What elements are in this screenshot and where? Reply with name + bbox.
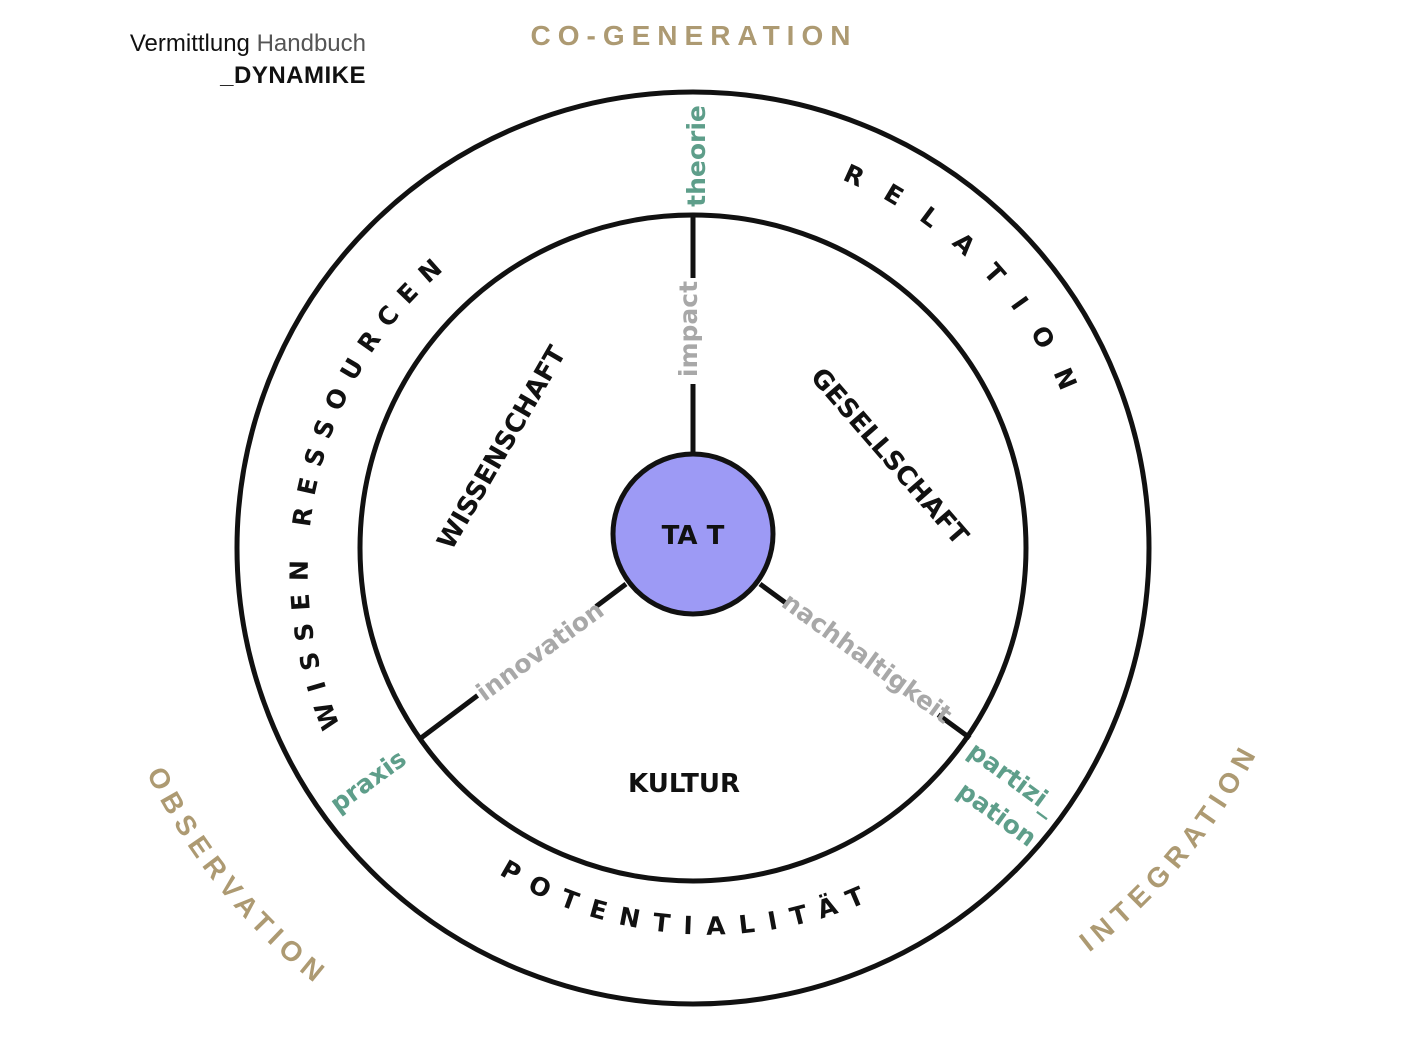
header-word-1: Vermittlung: [129, 30, 250, 57]
spoke-label-innovation: innovation: [471, 595, 609, 707]
sector-kultur: KULTUR: [628, 769, 740, 799]
spoke-label-praxis: praxis: [324, 744, 411, 818]
ring-label-relation: RELATION: [839, 158, 1092, 417]
spoke-label-impact: impact: [674, 281, 703, 377]
outer-label-co-generation: CO-GENERATION: [531, 20, 858, 51]
header: Vermittlung Handbuch _DYNAMIKE: [0, 28, 366, 92]
outer-label-integration: INTEGRATION: [1074, 737, 1265, 958]
spoke-right-label-gap: [781, 579, 957, 721]
header-subtitle: _DYNAMIKE: [220, 62, 366, 89]
spoke-top-label-gap: [674, 278, 712, 384]
outer-label-observation-path: OBSERVATION: [141, 762, 328, 992]
center-label: TA T: [662, 521, 725, 551]
header-title: Vermittlung Handbuch: [0, 28, 366, 60]
spoke-left-label-gap: [464, 591, 608, 709]
ring-label-wissen-ressourcen: WISSEN RESSOURCEN: [285, 245, 457, 734]
sector-gesellschaft: GESELLSCHAFT: [804, 362, 974, 551]
ring-label-potentialitaet: POTENTIALITÄT: [496, 854, 882, 941]
ring-label-relation-path: RELATION: [839, 158, 1067, 417]
center-circle-icon: [610, 451, 776, 617]
outer-ring-icon: [234, 89, 1152, 1007]
ring-label-potentialitaet-path: POTENTIALITÄT: [496, 854, 868, 941]
ring-label-wissen-ressourcen-path: WISSEN RESSOURCEN: [285, 245, 445, 734]
outer-label-observation: OBSERVATION: [141, 762, 335, 992]
header-word-2: Handbuch: [256, 30, 366, 57]
sector-wissenschaft: WISSENSCHAFT: [432, 341, 573, 555]
outer-label-integration-path: INTEGRATION: [1074, 737, 1258, 958]
spoke-label-theorie: theorie: [682, 105, 711, 207]
spoke-label-nachhaltigkeit: nachhaltigkeit: [777, 587, 958, 729]
